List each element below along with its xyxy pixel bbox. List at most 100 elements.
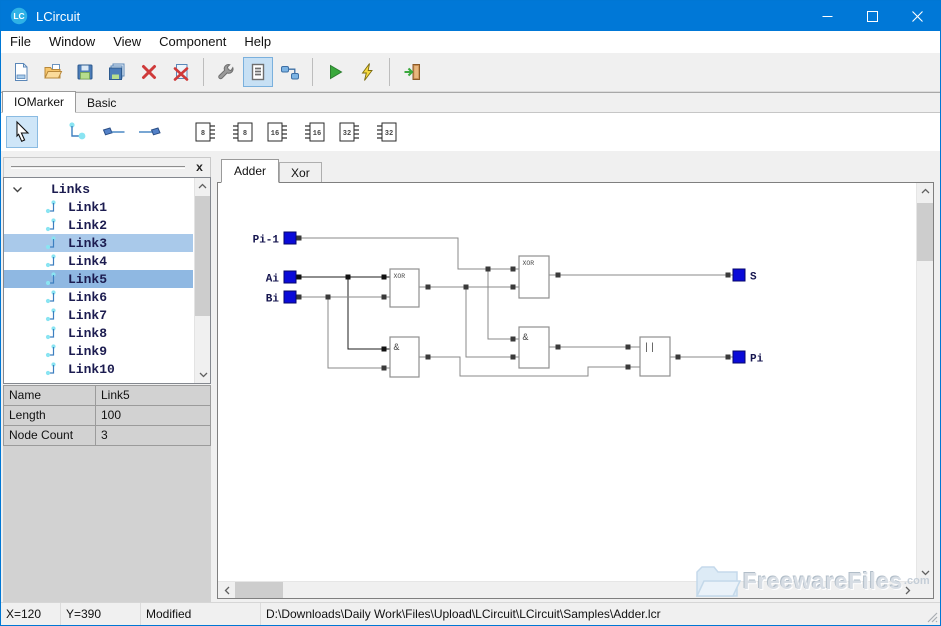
wire-node[interactable]	[296, 235, 302, 241]
gate-and[interactable]: &	[518, 326, 550, 369]
run-button[interactable]	[321, 58, 349, 86]
bus-16-out-tool[interactable]: 16	[263, 117, 293, 147]
bus-32-out-tool[interactable]: 32	[335, 117, 365, 147]
wire-node[interactable]	[510, 336, 516, 342]
wire-node[interactable]	[555, 344, 561, 350]
wire-node[interactable]	[381, 294, 387, 300]
wire-node[interactable]	[296, 294, 302, 300]
wire-node[interactable]	[675, 354, 681, 360]
tree-item-link1[interactable]: Link1	[4, 198, 193, 216]
wire-node[interactable]	[381, 274, 387, 280]
wire[interactable]	[487, 269, 519, 340]
chevron-down-icon[interactable]	[12, 182, 23, 197]
scroll-left-icon[interactable]	[218, 582, 235, 598]
bus-8-in-tool[interactable]: 8	[227, 117, 257, 147]
save-button[interactable]	[71, 58, 99, 86]
menu-item-file[interactable]: File	[10, 34, 31, 49]
document-tab-adder[interactable]: Adder	[221, 159, 280, 183]
scroll-up-icon[interactable]	[917, 183, 933, 199]
tree-item-link4[interactable]: Link4	[4, 252, 193, 270]
tree-scrollbar[interactable]	[194, 178, 210, 383]
menu-item-component[interactable]: Component	[159, 34, 227, 49]
scroll-right-icon[interactable]	[899, 582, 916, 598]
scroll-down-icon[interactable]	[917, 565, 933, 581]
delete-file-button[interactable]	[167, 58, 195, 86]
wire[interactable]	[296, 237, 519, 270]
tree-item-link9[interactable]: Link9	[4, 342, 193, 360]
tree-item-link7[interactable]: Link7	[4, 306, 193, 324]
property-value[interactable]: Link5	[101, 388, 130, 402]
io-marker-pi[interactable]: Pi	[732, 350, 764, 366]
property-value[interactable]: 3	[101, 428, 108, 442]
minimize-button[interactable]	[805, 1, 850, 31]
wire-node[interactable]	[381, 346, 387, 352]
wire-node[interactable]	[425, 354, 431, 360]
wire-node[interactable]	[625, 344, 631, 350]
wire-node[interactable]	[555, 272, 561, 278]
tree-scroll-thumb[interactable]	[195, 196, 210, 316]
tree-item-link6[interactable]: Link6	[4, 288, 193, 306]
save-all-button[interactable]	[103, 58, 131, 86]
output-pin-tool-tool[interactable]	[99, 117, 129, 147]
wire-node[interactable]	[325, 294, 331, 300]
palette-tab-basic[interactable]: Basic	[87, 96, 117, 110]
wire-node[interactable]	[345, 274, 351, 280]
document-tab-xor[interactable]: Xor	[279, 162, 322, 183]
component-editor-button[interactable]	[243, 57, 273, 87]
wire-node[interactable]	[463, 284, 469, 290]
tree-item-link5[interactable]: Link5	[4, 270, 193, 288]
wire[interactable]	[347, 277, 390, 350]
wire-node[interactable]	[425, 284, 431, 290]
link-tool-tool[interactable]	[63, 117, 93, 147]
tree-item-link8[interactable]: Link8	[4, 324, 193, 342]
wire-node[interactable]	[381, 365, 387, 371]
input-pin-tool-tool[interactable]	[135, 117, 165, 147]
settings-wrench-button[interactable]	[212, 58, 240, 86]
resize-grip[interactable]	[924, 603, 940, 625]
tree-item-link3[interactable]: Link3	[4, 234, 193, 252]
links-panel-header[interactable]: x	[3, 157, 211, 177]
canvas-vertical-scrollbar[interactable]	[916, 183, 933, 581]
delete-button[interactable]	[135, 58, 163, 86]
wire-node[interactable]	[725, 354, 731, 360]
tree-item-link10[interactable]: Link10	[4, 360, 193, 378]
gate-xor[interactable]: XOR	[518, 255, 550, 299]
wire-node[interactable]	[625, 364, 631, 370]
io-marker-ai[interactable]: Ai	[266, 270, 297, 286]
maximize-button[interactable]	[850, 1, 895, 31]
palette-tab-iomarker[interactable]: IOMarker	[2, 91, 77, 113]
menu-item-view[interactable]: View	[113, 34, 142, 49]
gate-xor[interactable]: XOR	[389, 268, 420, 308]
bus-32-in-tool[interactable]: 32	[371, 117, 401, 147]
gate-and[interactable]: &	[389, 336, 420, 378]
exit-door-button[interactable]	[398, 58, 426, 86]
canvas-horizontal-scrollbar[interactable]	[218, 581, 916, 598]
wire-node[interactable]	[510, 284, 516, 290]
wire-node[interactable]	[510, 354, 516, 360]
select-cursor-tool[interactable]	[6, 116, 38, 148]
io-marker-pi-1[interactable]: Pi-1	[253, 231, 297, 247]
io-marker-s[interactable]: S	[732, 268, 757, 284]
property-value[interactable]: 100	[101, 408, 122, 422]
wire-node[interactable]	[296, 274, 302, 280]
horizontal-scroll-thumb[interactable]	[235, 582, 283, 598]
new-document-button[interactable]	[7, 58, 35, 86]
tree-item-link2[interactable]: Link2	[4, 216, 193, 234]
bus-8-out-tool[interactable]: 8	[191, 117, 221, 147]
wire[interactable]	[465, 287, 519, 358]
scroll-up-icon[interactable]	[195, 178, 210, 194]
wire[interactable]	[327, 297, 390, 369]
wire-node[interactable]	[485, 266, 491, 272]
wire-node[interactable]	[725, 272, 731, 278]
panel-close-icon[interactable]: x	[195, 160, 204, 175]
wire-node[interactable]	[510, 266, 516, 272]
bus-16-in-tool[interactable]: 16	[299, 117, 329, 147]
io-marker-bi[interactable]: Bi	[266, 290, 297, 306]
tree-root-links[interactable]: Links	[4, 180, 193, 198]
vertical-scroll-thumb[interactable]	[917, 203, 933, 261]
menu-item-help[interactable]: Help	[244, 34, 272, 49]
simulate-lightning-button[interactable]	[353, 58, 381, 86]
panel-drag-grip[interactable]	[11, 166, 185, 169]
menu-item-window[interactable]: Window	[48, 34, 96, 49]
